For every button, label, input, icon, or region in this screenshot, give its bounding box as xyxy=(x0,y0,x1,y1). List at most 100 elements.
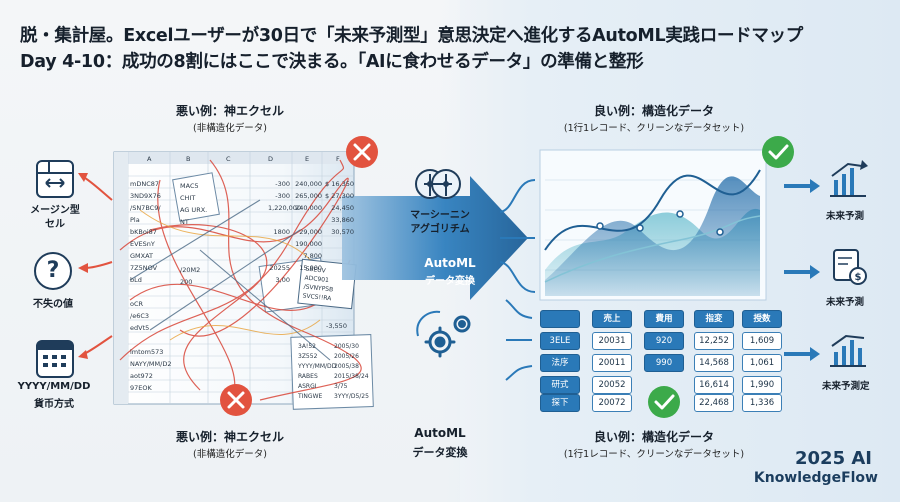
table-cell: 22,468 xyxy=(694,394,734,412)
brain-icon xyxy=(415,169,461,199)
table-row-key: 3ELE xyxy=(540,332,580,350)
sheet-cell: MAC5 xyxy=(180,182,199,190)
sheet-cell: CHIT xyxy=(180,194,196,202)
sheet-cell: $ 16,350 xyxy=(325,180,354,188)
bad-x-badge-top xyxy=(346,136,378,168)
problem-label-date-2: 貨币方式 xyxy=(34,399,74,410)
svg-text:$: $ xyxy=(855,272,862,283)
output-label-forecast-3: 未来予測定 xyxy=(822,381,870,392)
sheet-notes-2: 2005/30 2005/26 2005/38 2015/38/24 3/75 … xyxy=(334,342,369,402)
sheet-row-key: oCR xyxy=(130,300,144,308)
calendar-icon xyxy=(36,340,74,378)
sheet-float-fragment: SBEUV ADC901 /SVNYPSB SVCS!!RA xyxy=(302,265,335,304)
sheet-cell: -300 xyxy=(275,180,290,188)
sheet-cell: $ 27,300 xyxy=(325,192,354,200)
table-header: 費用 xyxy=(644,310,684,328)
sheet-cell: 24,450 xyxy=(331,204,354,212)
table-header: 指変 xyxy=(694,310,734,328)
bad-x-badge-bottom xyxy=(220,384,252,416)
sheet-cell: RABES xyxy=(298,373,318,380)
sheet-cell: 2005/30 xyxy=(334,343,359,350)
sheet-row-key: /e6C3 xyxy=(130,312,149,320)
sheet-col-d: D xyxy=(268,155,274,163)
table-cell: 12,252 xyxy=(694,332,734,350)
sheet-cell: 190,000 xyxy=(295,240,322,248)
sheet-row-key: aot972 xyxy=(130,372,153,380)
good-example-bottom-label: 良い例：構造化データ xyxy=(593,430,714,444)
sheet-cell: ASRGI xyxy=(298,383,317,390)
sheet-cell xyxy=(180,228,207,240)
table-cell: 1,061 xyxy=(742,354,782,372)
question-icon: ? xyxy=(34,252,72,290)
sheet-cell: 2005/26 xyxy=(334,353,359,360)
page-subtitle: Day 4-10：成功の8割にはここで決まる。「AIに食わせるデータ」の準備と整… xyxy=(20,52,644,72)
sheet-row-key: EVESnY xyxy=(130,240,155,248)
fanout-arrows xyxy=(499,179,536,381)
table-row-key: 法序 xyxy=(540,354,580,372)
sheet-cell: 2005/38 xyxy=(334,363,359,370)
sheet-row-key: /SN7BC9/ xyxy=(130,204,161,212)
ml-algorithm-label-1: マーシーニン xyxy=(410,210,470,221)
sheet-cell xyxy=(292,214,322,226)
table-cell: 14,568 xyxy=(694,354,734,372)
sheet-row-key: 3ND9X76 xyxy=(130,192,161,200)
problem-label-merged-1: メージン型 xyxy=(30,205,80,216)
sheet-cell xyxy=(268,238,290,250)
problem-label-date-1: YYYY/MM/DD xyxy=(17,381,91,392)
problem-label-missing: 不失の値 xyxy=(33,299,73,310)
forecast-chart xyxy=(539,149,767,301)
brand-year: 2025 AI xyxy=(795,448,872,469)
table-header-blank xyxy=(540,310,580,328)
sheet-col-f: F xyxy=(336,155,340,163)
sheet-row-key: 97EOK xyxy=(130,384,152,392)
sheet-tail-value: -3,550 xyxy=(326,322,347,330)
sheet-row-key: Pla xyxy=(130,216,140,224)
sheet-cell: YYYY/MM/DD xyxy=(298,363,337,370)
sheet-row-key: GMXAT xyxy=(130,252,154,260)
table-row-key: 研式 xyxy=(540,376,580,394)
sheet-cell: NT xyxy=(180,218,189,226)
sheet-cell: 3Z552 xyxy=(298,353,318,360)
sheet-row-key xyxy=(130,334,172,346)
sheet-cell: 3YYY/D5/25 xyxy=(334,393,369,400)
growth-chart-icon xyxy=(830,160,868,197)
sheet-cell: AG URX. xyxy=(180,206,208,214)
bar-chart-icon xyxy=(830,334,866,367)
sheet-row-key xyxy=(130,286,172,298)
table-cell: 1,990 xyxy=(742,376,782,394)
sheet-col-f-values: 240,000 265,000 240,000 29,000 190,000 7… xyxy=(292,178,322,274)
automl-arrow-label-2: データ変換 xyxy=(425,276,475,287)
sheet-cell: 265,000 xyxy=(295,192,322,200)
sheet-cell xyxy=(268,250,290,262)
sheet-col-a: A xyxy=(147,155,152,163)
sheet-col-e-values: -300 -300 1,220,000 1800 20255 3,00 xyxy=(268,178,301,286)
sheet-notes: 3A!52 3Z552 YYYY/MM/DD RABES ASRGI TINGW… xyxy=(298,342,336,402)
gears-icon xyxy=(416,310,471,358)
sheet-cell xyxy=(180,240,207,252)
output-arrows xyxy=(784,179,820,361)
sheet-cell: 30,570 xyxy=(331,228,354,236)
bad-example-top-label: 悪い例：神エクセル xyxy=(175,104,284,118)
sheet-cell: 1800 xyxy=(273,228,290,236)
table-row-key: 探下 xyxy=(540,394,580,412)
sheet-row-key: edVt5 xyxy=(130,324,150,332)
sheet-col-b: B xyxy=(186,155,191,163)
sheet-cell: 29,000 xyxy=(299,228,322,236)
table-cell: 16,614 xyxy=(694,376,734,394)
sheet-cell: 2015/38/24 xyxy=(334,373,369,380)
sheet-row-key: NAYY/MM/D2 xyxy=(130,360,172,368)
good-check-badge-bottom xyxy=(648,386,680,418)
output-label-forecast-1: 未来予測 xyxy=(826,211,865,222)
problem-label-merged-2: セル xyxy=(45,219,65,230)
sheet-row-key: lmtom573 xyxy=(130,348,164,356)
sheet-cell: TINGWE xyxy=(298,393,323,400)
sheet-row-key: bKBoi87 xyxy=(130,228,157,236)
good-example-top-label: 良い例：構造化データ xyxy=(593,104,714,118)
table-cell: 990 xyxy=(644,354,684,372)
bad-example-top-sub: (非構造化データ) xyxy=(193,123,267,134)
sheet-cell: 200 xyxy=(180,278,193,286)
good-example-bottom-sub: (1行1レコード、クリーンなデータセット) xyxy=(563,449,745,460)
sheet-cell: 3A!52 xyxy=(298,343,316,350)
sheet-cell xyxy=(180,252,207,264)
brand-name: KnowledgeFlow xyxy=(753,470,878,486)
